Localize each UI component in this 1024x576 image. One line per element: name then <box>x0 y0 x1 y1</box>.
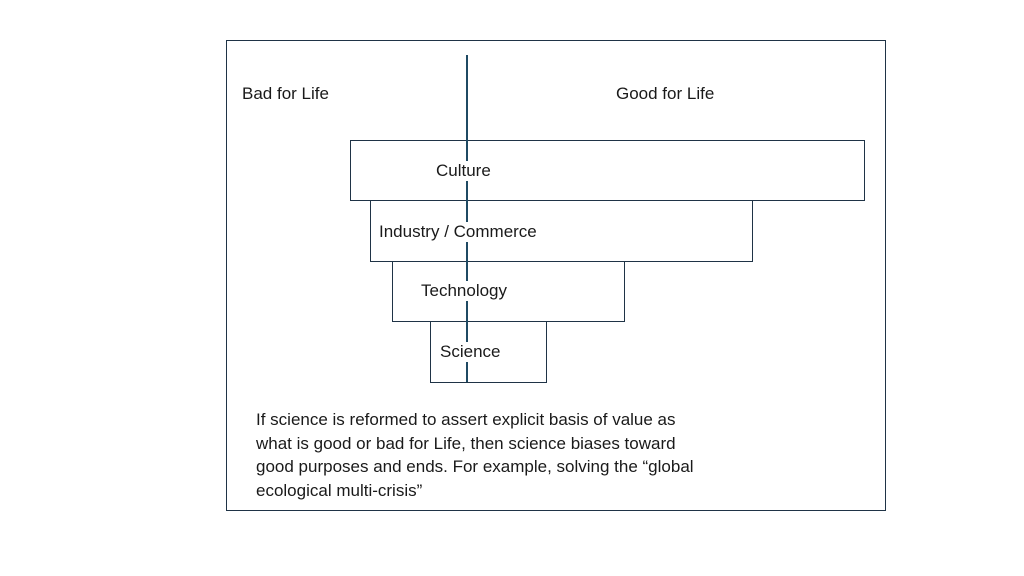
diagram-frame <box>226 40 886 511</box>
tier-science-label: Science <box>439 342 502 362</box>
center-divider-line <box>466 55 468 382</box>
caption-line: good purposes and ends. For example, sol… <box>256 457 694 476</box>
caption-line: ecological multi-crisis” <box>256 480 423 500</box>
tier-culture-label: Culture <box>435 161 492 181</box>
tier-culture-box <box>350 140 865 201</box>
tier-technology-label: Technology <box>420 281 509 301</box>
caption-line: If science is reformed to assert explici… <box>256 410 676 429</box>
good-for-life-label: Good for Life <box>616 84 715 103</box>
caption-text: If science is reformed to assert explici… <box>256 408 756 502</box>
caption-line: what is good or bad for Life, then scien… <box>256 433 676 453</box>
bad-for-life-label: Bad for Life <box>242 84 329 103</box>
tier-industry-commerce-label: Industry / Commerce <box>378 222 538 242</box>
